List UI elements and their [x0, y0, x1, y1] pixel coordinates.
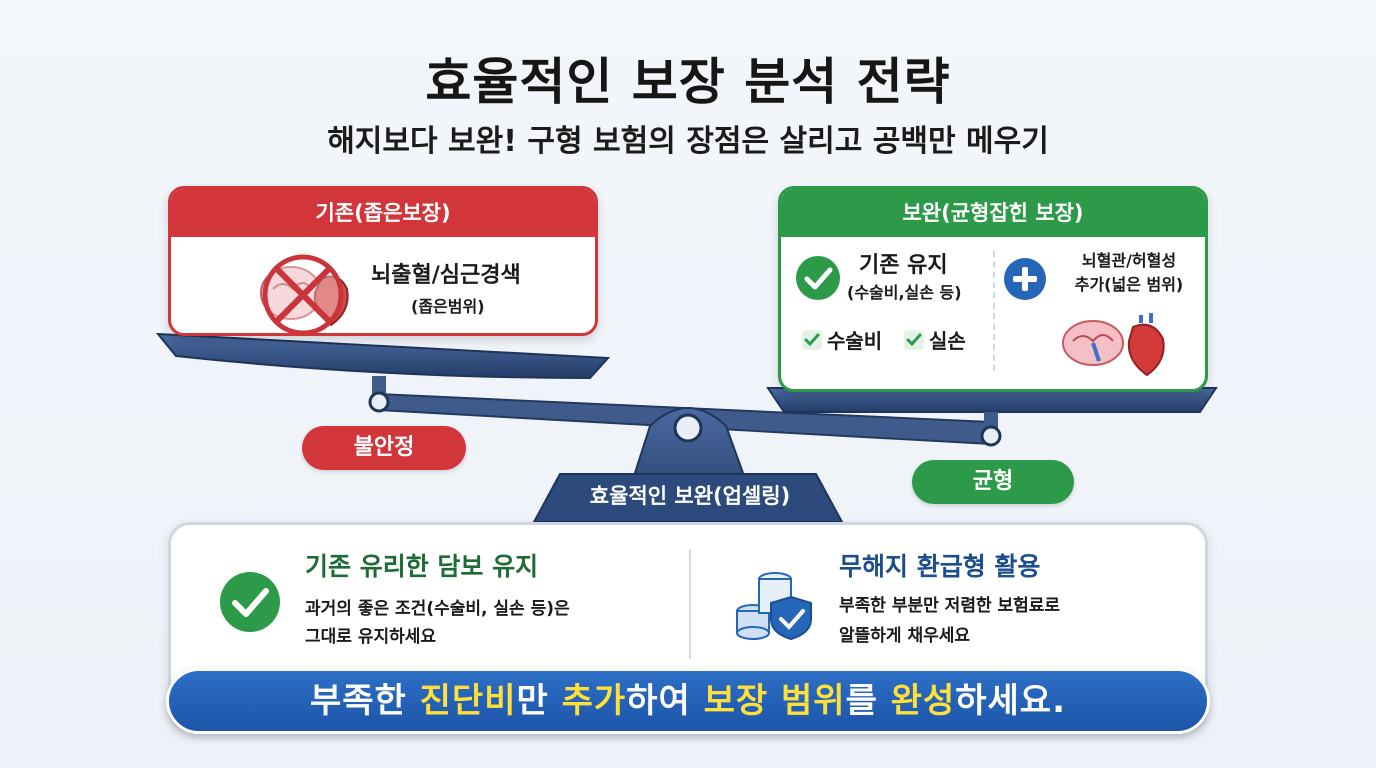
supplement-coverage-card: 보완(균형잡힌 보장) 기존 유지 (수술비,실손 등) 수술비 실손 뇌혈관/…: [778, 186, 1208, 392]
non-refund-text: 부족한 부분만 저렴한 보험료로 알뜰하게 채우세요: [839, 591, 1169, 651]
add-coverage-line1: 뇌혈관/허혈성: [1081, 251, 1177, 270]
keep-benefit-line1: 과거의 좋은 조건(수술비, 실손 등)은: [305, 599, 570, 619]
keep-item-label: 실손: [929, 329, 966, 353]
supplement-coverage-heading: 보완(균형잡힌 보장): [781, 189, 1205, 237]
blocked-organs-icon: [260, 254, 349, 333]
keep-item-indemnity: 실손: [903, 325, 966, 354]
keep-existing-sub: (수술비,실손 등): [847, 283, 962, 302]
brain-heart-icon: [1062, 313, 1165, 377]
banner-text: 만: [516, 681, 562, 721]
banner-text: 하여: [626, 681, 704, 721]
keep-item-surgery: 수술비: [801, 325, 882, 354]
non-refund-line2: 알뜰하게 채우세요: [839, 626, 971, 646]
existing-coverage-label: 뇌출혈/심근경색: [371, 263, 521, 288]
banner-highlight: 진단비: [419, 681, 517, 721]
banner-highlight: 보장 범위: [703, 681, 846, 721]
plus-circle-icon: [1004, 258, 1046, 300]
banner-text: 를: [845, 681, 891, 721]
keep-item-label: 수술비: [827, 329, 883, 353]
conclusion-banner: 부족한 진단비만 추가하여 보장 범위를 완성하세요.: [166, 668, 1210, 734]
existing-coverage-heading: 기존(좁은보장): [171, 189, 595, 237]
keep-benefit-title: 기존 유리한 담보 유지: [305, 552, 539, 581]
scale-base-label: 효율적인 보완(업셀링): [589, 484, 791, 508]
banner-text: 부족한: [309, 681, 420, 721]
keep-existing-title: 기존 유지: [859, 253, 948, 278]
card-divider: [993, 251, 995, 371]
left-pan: [155, 332, 611, 380]
keep-benefit-line2: 그대로 유지하세요: [305, 627, 437, 647]
add-coverage-line2: 추가(넓은 범위): [1074, 275, 1184, 294]
existing-coverage-sub: (좁은범위): [411, 297, 485, 316]
add-coverage-title: 뇌혈관/허혈성 추가(넓은 범위): [1069, 249, 1189, 297]
coins-shield-icon: [736, 572, 812, 641]
unstable-badge: 불안정: [302, 426, 466, 470]
small-check-icon: [904, 329, 924, 350]
existing-coverage-card: 기존(좁은보장) 뇌출혈/심근경색 (좁은범위): [168, 186, 598, 336]
non-refund-line1: 부족한 부분만 저렴한 보험료로: [839, 596, 1061, 616]
balanced-badge: 균형: [912, 460, 1074, 504]
non-refund-title: 무해지 환급형 활용: [839, 552, 1041, 581]
check-circle-icon: [796, 256, 840, 300]
banner-highlight: 완성: [890, 681, 956, 721]
scale-pivot: [673, 413, 703, 443]
keep-benefit-text: 과거의 좋은 조건(수술비, 실손 등)은 그대로 유지하세요: [305, 595, 665, 651]
panel-divider: [689, 549, 691, 659]
page-subtitle: 해지보다 보완! 구형 보험의 장점은 살리고 공백만 메우기: [327, 124, 1049, 159]
banner-highlight: 추가: [561, 681, 627, 721]
check-circle-icon: [220, 572, 280, 632]
page-title: 효율적인 보장 분석 전략: [425, 53, 951, 111]
banner-text: 하세요.: [955, 681, 1067, 721]
small-check-icon: [802, 329, 822, 350]
